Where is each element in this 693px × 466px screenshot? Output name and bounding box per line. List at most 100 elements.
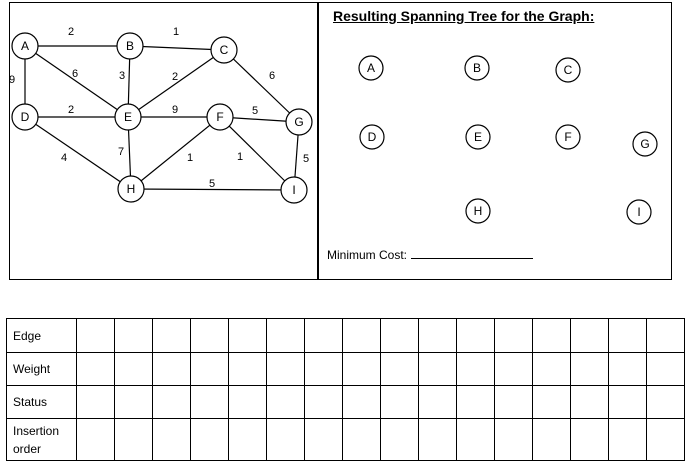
graph-node-f: F	[206, 103, 234, 131]
table-cell[interactable]	[418, 385, 457, 419]
table-cell[interactable]	[608, 385, 647, 419]
table-cell[interactable]	[342, 385, 381, 419]
graph-node-e: E	[114, 103, 142, 131]
table-cell[interactable]	[570, 418, 609, 461]
table-cell[interactable]	[266, 418, 305, 461]
table-cell[interactable]	[494, 418, 533, 461]
table-cell[interactable]	[228, 385, 267, 419]
table-cell[interactable]	[646, 318, 685, 353]
edge-b-c	[129, 45, 225, 51]
table-cell[interactable]	[646, 385, 685, 419]
edge-weight-b-c: 1	[173, 26, 179, 38]
table-cell[interactable]	[532, 385, 571, 419]
table-cell[interactable]	[266, 352, 305, 386]
table-cell[interactable]	[228, 318, 267, 353]
spanning-tree-panel: Resulting Spanning Tree for the Graph: A…	[318, 2, 672, 280]
table-cell[interactable]	[342, 418, 381, 461]
table-cell[interactable]	[532, 318, 571, 353]
table-cell[interactable]	[456, 418, 495, 461]
table-cell[interactable]	[570, 352, 609, 386]
table-cell[interactable]	[380, 318, 419, 353]
tree-node-b: B	[464, 55, 490, 81]
table-cell[interactable]	[418, 418, 457, 461]
table-cell[interactable]	[494, 318, 533, 353]
edge-weight-b-e: 3	[119, 70, 125, 82]
table-cell[interactable]	[190, 318, 229, 353]
svg-text:H: H	[474, 204, 483, 218]
table-cell[interactable]	[266, 318, 305, 353]
graph-node-d: D	[11, 103, 39, 131]
table-cell[interactable]	[152, 385, 191, 419]
table-cell[interactable]	[114, 352, 153, 386]
table-cell[interactable]	[304, 385, 343, 419]
table-cell[interactable]	[114, 318, 153, 353]
tree-node-f: F	[555, 124, 581, 150]
tree-node-a: A	[358, 55, 384, 81]
table-cell[interactable]	[152, 418, 191, 461]
edge-weight-g-i: 5	[303, 153, 309, 165]
table-cell[interactable]	[380, 352, 419, 386]
table-cell[interactable]	[76, 352, 115, 386]
table-cell[interactable]	[228, 418, 267, 461]
table-row: Status	[6, 385, 685, 419]
table-cell[interactable]	[494, 352, 533, 386]
graph-node-h: H	[117, 175, 145, 203]
table-cell[interactable]	[190, 385, 229, 419]
table-cell[interactable]	[76, 418, 115, 461]
table-cell[interactable]	[418, 352, 457, 386]
svg-text:B: B	[473, 61, 481, 75]
minimum-cost-field: Minimum Cost:	[327, 248, 534, 262]
svg-text:H: H	[127, 182, 136, 196]
table-row: Edge	[6, 318, 685, 353]
edge-c-e	[127, 49, 225, 118]
table-cell[interactable]	[114, 418, 153, 461]
table-cell[interactable]	[190, 418, 229, 461]
table-cell[interactable]	[342, 352, 381, 386]
table-cell[interactable]	[608, 352, 647, 386]
table-row: Insertion order	[6, 418, 685, 461]
minimum-cost-blank[interactable]	[411, 248, 534, 259]
table-cell[interactable]	[152, 352, 191, 386]
table-cell[interactable]	[570, 318, 609, 353]
table-cell[interactable]	[228, 352, 267, 386]
table-cell[interactable]	[380, 385, 419, 419]
table-cell[interactable]	[532, 418, 571, 461]
table-cell[interactable]	[304, 418, 343, 461]
table-cell[interactable]	[532, 352, 571, 386]
graph-node-g: G	[285, 108, 313, 136]
tree-title: Resulting Spanning Tree for the Graph:	[333, 8, 595, 24]
svg-text:A: A	[367, 61, 375, 75]
table-cell[interactable]	[190, 352, 229, 386]
table-cell[interactable]	[456, 318, 495, 353]
table-cell[interactable]	[418, 318, 457, 353]
table-cell[interactable]	[608, 318, 647, 353]
edge-weight-f-h: 1	[187, 152, 193, 164]
table-cell[interactable]	[646, 418, 685, 461]
edge-weight-e-h: 7	[118, 146, 124, 158]
table-row: Weight	[6, 352, 685, 386]
tree-node-c: C	[555, 57, 581, 83]
table-cell[interactable]	[456, 352, 495, 386]
table-cell[interactable]	[266, 385, 305, 419]
table-cell[interactable]	[570, 385, 609, 419]
svg-text:C: C	[220, 43, 229, 57]
table-cell[interactable]	[608, 418, 647, 461]
table-cell[interactable]	[494, 385, 533, 419]
table-cell[interactable]	[304, 352, 343, 386]
svg-text:F: F	[564, 130, 571, 144]
table-cell[interactable]	[114, 385, 153, 419]
table-cell[interactable]	[380, 418, 419, 461]
table-cell[interactable]	[456, 385, 495, 419]
edge-weight-c-g: 6	[269, 70, 275, 82]
table-cell[interactable]	[76, 385, 115, 419]
table-cell[interactable]	[76, 318, 115, 353]
table-cell[interactable]	[342, 318, 381, 353]
table-cell[interactable]	[152, 318, 191, 353]
svg-text:E: E	[474, 130, 482, 144]
edge-weight-d-e: 2	[68, 104, 74, 116]
table-cell[interactable]	[304, 318, 343, 353]
table-cell[interactable]	[646, 352, 685, 386]
